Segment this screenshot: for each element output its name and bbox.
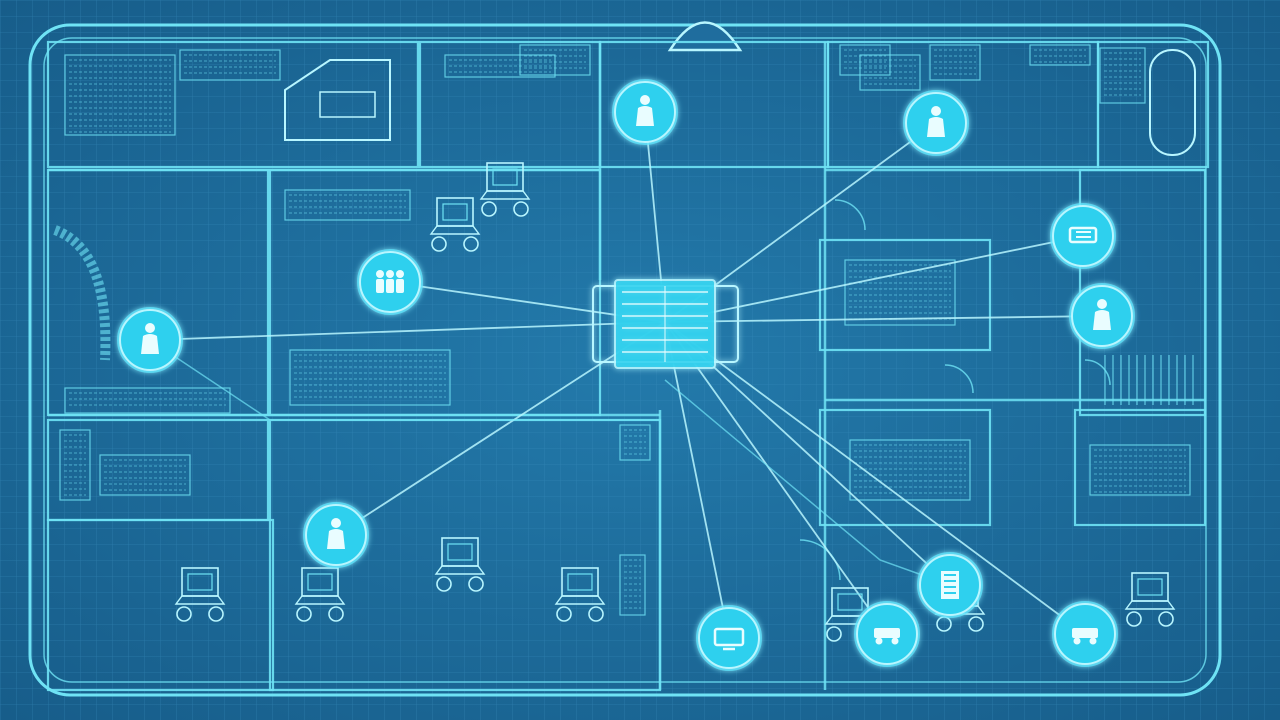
person-icon	[141, 323, 159, 354]
node-right-upper[interactable]	[1050, 203, 1116, 269]
wheelchair-icon	[434, 537, 486, 592]
wheelchair-icon	[479, 162, 531, 217]
room-bottom-center-left	[46, 518, 275, 692]
vehicle-icon	[874, 628, 900, 645]
door-arc	[944, 364, 974, 394]
label-block	[839, 44, 891, 76]
wheelchair-icon	[429, 197, 481, 252]
group-icon	[376, 270, 404, 293]
label-block	[859, 54, 921, 91]
person-icon	[327, 518, 345, 549]
label-block	[289, 349, 451, 406]
door-arc	[834, 199, 866, 231]
person-icon	[1093, 299, 1111, 330]
node-bottom-right-c[interactable]	[1052, 601, 1118, 667]
label-block	[64, 54, 176, 136]
label-block	[59, 429, 91, 501]
room-bottom-far-right	[1073, 408, 1207, 527]
node-bottom-right-b[interactable]	[854, 601, 920, 667]
link-node-bottom-right-b	[664, 321, 888, 635]
label-block	[849, 439, 971, 501]
stairs	[1104, 355, 1194, 405]
route-line	[149, 339, 660, 421]
label-block	[619, 424, 651, 461]
node-bottom-center[interactable]	[696, 605, 762, 671]
wheelchair-icon	[294, 567, 346, 622]
node-top-right[interactable]	[903, 90, 969, 156]
node-top-center[interactable]	[612, 79, 678, 145]
rooms	[28, 21, 1222, 697]
room-mid-right	[818, 238, 992, 352]
room-top-left	[46, 40, 420, 169]
device-nodes	[117, 79, 1135, 671]
label-block	[99, 454, 191, 496]
link-node-bottom-center	[664, 321, 730, 639]
label-block	[444, 54, 556, 78]
room-bottom-right	[818, 408, 992, 527]
top-arch	[667, 21, 743, 52]
label-block	[1029, 44, 1091, 66]
label-block	[929, 44, 981, 81]
central-hub[interactable]	[592, 279, 739, 369]
label-block	[64, 387, 231, 414]
label-block	[1099, 47, 1146, 104]
label-block	[519, 44, 591, 76]
label-block	[619, 554, 646, 616]
server-rack-icon	[622, 286, 708, 362]
door-arc	[1084, 359, 1111, 386]
wheelchair-icon	[554, 567, 606, 622]
link-node-left	[149, 321, 666, 341]
room-top-far-right	[1096, 40, 1210, 169]
node-bottom-right-a[interactable]	[917, 552, 983, 618]
node-left[interactable]	[117, 307, 183, 373]
person-icon	[927, 106, 945, 137]
person-icon	[636, 95, 654, 126]
window	[1149, 49, 1196, 156]
node-right-lower[interactable]	[1069, 283, 1135, 349]
outer-frame	[28, 23, 1222, 697]
label-block	[844, 259, 956, 326]
link-node-bottom-right-c	[664, 321, 1086, 635]
console	[284, 59, 391, 141]
wheelchair-icon	[174, 567, 226, 622]
bed-icon	[1068, 226, 1098, 244]
node-bottom-left[interactable]	[303, 502, 369, 568]
label-block	[284, 189, 411, 221]
building-icon	[941, 571, 959, 599]
link-node-bottom-left	[335, 321, 666, 536]
monitor-icon	[713, 627, 745, 651]
node-mid-left[interactable]	[357, 249, 423, 315]
vehicle-icon	[1072, 628, 1098, 645]
label-block	[179, 49, 281, 81]
wheelchair-icon	[1124, 572, 1176, 627]
link-node-right-upper	[664, 235, 1084, 323]
console-screen	[319, 91, 376, 118]
label-block	[1089, 444, 1191, 496]
